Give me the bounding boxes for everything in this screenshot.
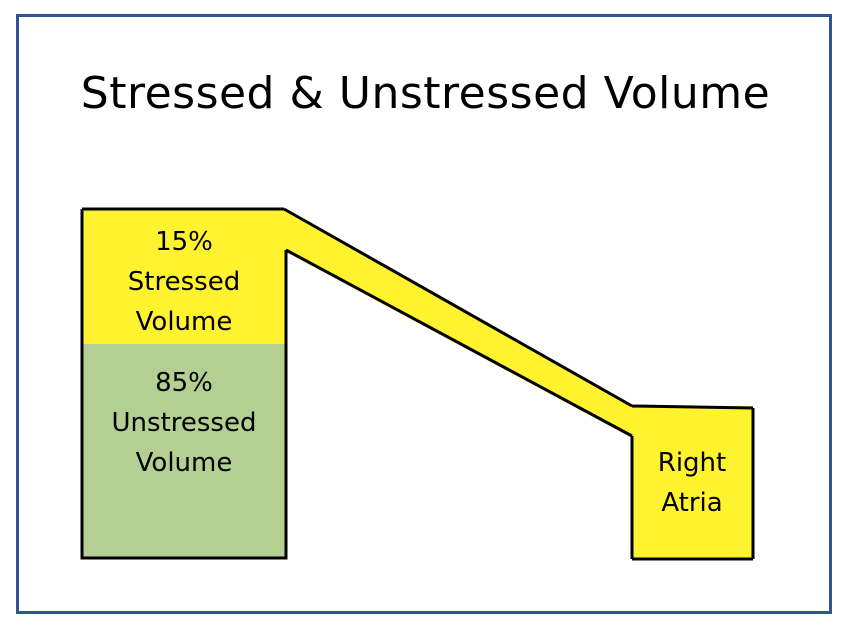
- right-atria-block: [632, 406, 753, 559]
- unstressed-line1: Unstressed: [111, 408, 257, 438]
- right-atria-label: Right Atria: [632, 443, 752, 523]
- diagram-outlines: [80, 207, 755, 561]
- right-atria-line2: Atria: [661, 488, 723, 518]
- stressed-volume-block: [82, 209, 286, 344]
- stressed-line2: Volume: [135, 307, 233, 337]
- unstressed-volume-block: [82, 344, 286, 558]
- stressed-line1: Stressed: [127, 267, 241, 297]
- stressed-volume-label: 15% Stressed Volume: [84, 222, 284, 342]
- slide-title: Stressed & Unstressed Volume: [80, 68, 771, 119]
- right-atria-line1: Right: [657, 448, 727, 478]
- stressed-percent: 15%: [155, 227, 213, 257]
- unstressed-percent: 85%: [155, 368, 213, 398]
- unstressed-volume-label: 85% Unstressed Volume: [84, 363, 284, 483]
- unstressed-line2: Volume: [135, 448, 233, 478]
